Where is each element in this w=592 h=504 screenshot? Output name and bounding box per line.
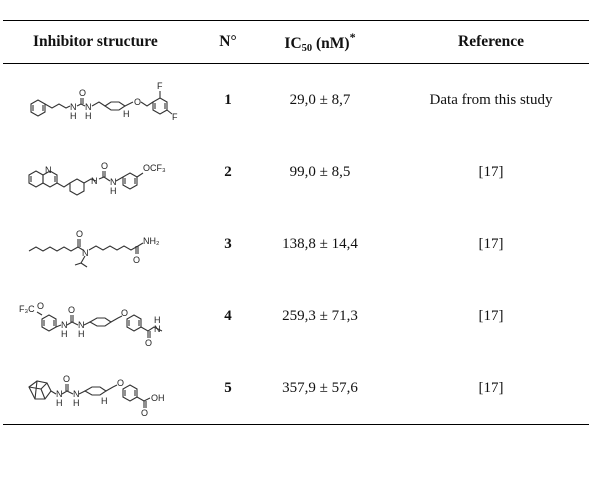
structure-3-atom: O [133, 255, 140, 265]
structure-2-image: N N O N H OCF₃ [28, 161, 166, 196]
structure-1-atom: H [70, 111, 77, 121]
structure-cell: F₃C O O N N H H O H N O [3, 280, 209, 352]
row-number: 2 [224, 163, 232, 180]
structure-2-atom: N [110, 177, 117, 187]
structure-4-atom: H [78, 329, 85, 339]
table-row: O N N H H H O F F 1 29,0 ± 8,7 Data from… [3, 64, 589, 137]
structure-3-atom: O [76, 229, 83, 239]
structure-4-image: F₃C O O N N H H O H N O [19, 301, 163, 347]
structure-cell: N N O N H OCF₃ [3, 136, 209, 208]
structure-4-atom: O [145, 338, 152, 347]
row-number: 3 [224, 235, 232, 252]
row-number: 1 [224, 91, 232, 108]
structure-5-atom: OH [151, 393, 165, 403]
structure-5-atom: H [73, 398, 80, 408]
structure-1-atom: F [172, 112, 178, 122]
structure-cell: O N N H H H O F F [3, 64, 209, 137]
structure-cell: O N N H H H O OH O [3, 352, 209, 425]
structure-2-atom: N [91, 176, 98, 186]
structure-3-image: O N NH₂ O [28, 229, 160, 268]
table-header-row: Inhibitor structure N° IC50 (nM)* Refere… [3, 20, 589, 64]
table-row: F₃C O O N N H H O H N O 4 259,3 ± 71,3 [3, 280, 589, 352]
ic50-sub: 50 [301, 43, 313, 54]
table-row: O N N H H H O OH O 5 357,9 ± 57,6 [17] [3, 352, 589, 425]
structure-1-atom: N [85, 102, 92, 112]
structure-5-atom: N [56, 389, 63, 399]
structure-1-atom: F [157, 81, 163, 91]
structure-2-atom: O [101, 161, 108, 171]
structure-5-image: O N N H H H O OH O [28, 374, 165, 418]
reference-value: [17] [393, 352, 589, 425]
structure-3-atom: N [82, 248, 89, 258]
structure-1-image: O N N H H H O F F [30, 81, 178, 122]
structure-2-atom: N [45, 165, 52, 175]
structure-5-atom: N [73, 389, 80, 399]
structure-2-atom: OCF₃ [143, 163, 166, 173]
structure-2-atom: H [110, 186, 117, 196]
structure-4-atom: O [68, 305, 75, 315]
structure-3-atom: NH₂ [143, 236, 160, 246]
row-number: 4 [224, 307, 232, 324]
structure-5-atom: O [63, 374, 70, 384]
structure-1-atom: N [70, 102, 77, 112]
structure-4-atom: O [37, 301, 44, 311]
row-number: 5 [209, 352, 247, 425]
reference-value: [17] [478, 307, 504, 324]
ic50-value: 99,0 ± 8,5 [289, 163, 351, 180]
structure-cell: O N NH₂ O [3, 208, 209, 280]
ic50-value: 138,8 ± 14,4 [282, 235, 358, 252]
structure-4-atom: N [154, 324, 161, 334]
structure-5-atom: O [141, 408, 148, 418]
reference-value: [17] [478, 163, 504, 180]
structure-1-atom: H [123, 109, 130, 119]
header-reference: Reference [393, 20, 589, 64]
structure-1-atom: O [79, 88, 86, 98]
structure-4-atom: F₃C [19, 304, 35, 314]
header-number: N° [209, 20, 247, 64]
header-structure: Inhibitor structure [3, 20, 209, 64]
table-row: O N NH₂ O 3 138,8 ± 14,4 [17] [3, 208, 589, 280]
structure-5-atom: H [101, 396, 108, 406]
structure-4-atom: O [121, 308, 128, 318]
ic50-sup: * [349, 30, 356, 44]
structure-5-atom: O [117, 378, 124, 388]
ic50-value: 259,3 ± 71,3 [282, 307, 358, 324]
ic50-unit: (nM) [312, 35, 350, 52]
structure-1-atom: H [85, 111, 92, 121]
reference-value: Data from this study [429, 91, 553, 108]
ic50-value: 29,0 ± 8,7 [289, 91, 351, 108]
structure-4-atom: N [78, 320, 85, 330]
ic50-value: 357,9 ± 57,6 [247, 352, 393, 425]
ic50-prefix: IC [284, 35, 302, 52]
header-ic50: IC50 (nM)* [247, 20, 393, 64]
structure-1-atom: O [134, 97, 141, 107]
table-row: N N O N H OCF₃ 2 99,0 ± 8,5 [17] [3, 136, 589, 208]
inhibitor-table: Inhibitor structure N° IC50 (nM)* Refere… [3, 20, 589, 425]
reference-value: [17] [478, 235, 504, 252]
structure-5-atom: H [56, 398, 63, 408]
structure-4-atom: H [154, 315, 161, 325]
structure-4-atom: H [61, 329, 68, 339]
structure-4-atom: N [61, 320, 68, 330]
